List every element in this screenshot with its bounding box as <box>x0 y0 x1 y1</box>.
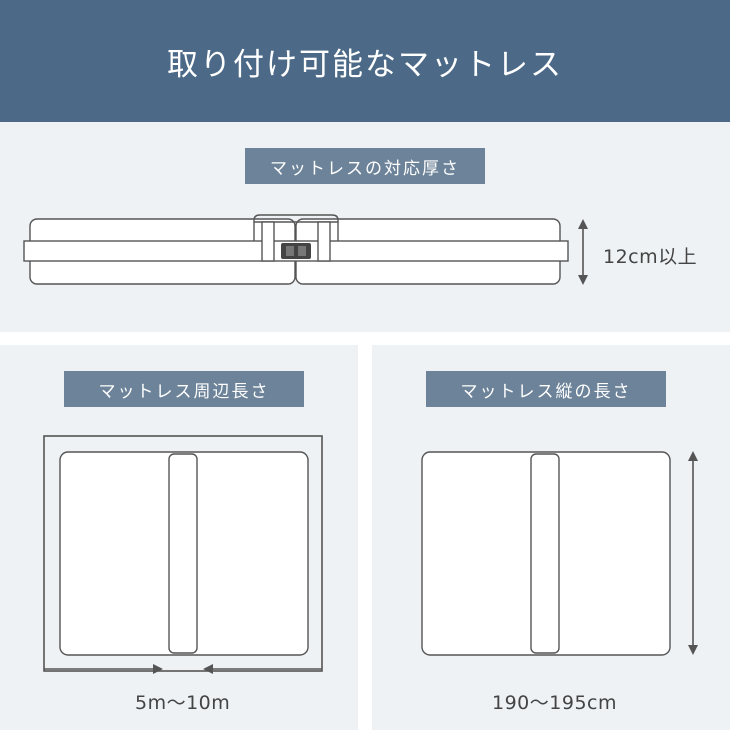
perimeter-illustration <box>43 435 323 674</box>
length-illustration <box>421 451 698 656</box>
thickness-label: マットレスの対応厚さ <box>245 148 485 184</box>
length-label: マットレス縦の長さ <box>426 371 666 407</box>
buckle-icon <box>281 243 311 259</box>
page-header: 取り付け可能なマットレス <box>0 0 730 122</box>
up-down-arrow-icon <box>688 451 698 655</box>
perimeter-value: 5m～10m <box>135 692 231 714</box>
right-arrow-icon <box>44 664 163 674</box>
left-arrow-icon <box>203 664 322 674</box>
length-value: 190～195cm <box>492 692 617 714</box>
thickness-value: 12cm以上 <box>603 246 698 268</box>
strap-vertical-left <box>168 453 198 654</box>
strap-vertical-right <box>530 453 560 654</box>
up-down-arrow-icon <box>578 219 588 285</box>
perimeter-label: マットレス周辺長さ <box>64 371 304 407</box>
page-title: 取り付け可能なマットレス <box>167 46 563 83</box>
perimeter-outline <box>43 435 323 672</box>
strap-loop <box>253 214 339 241</box>
